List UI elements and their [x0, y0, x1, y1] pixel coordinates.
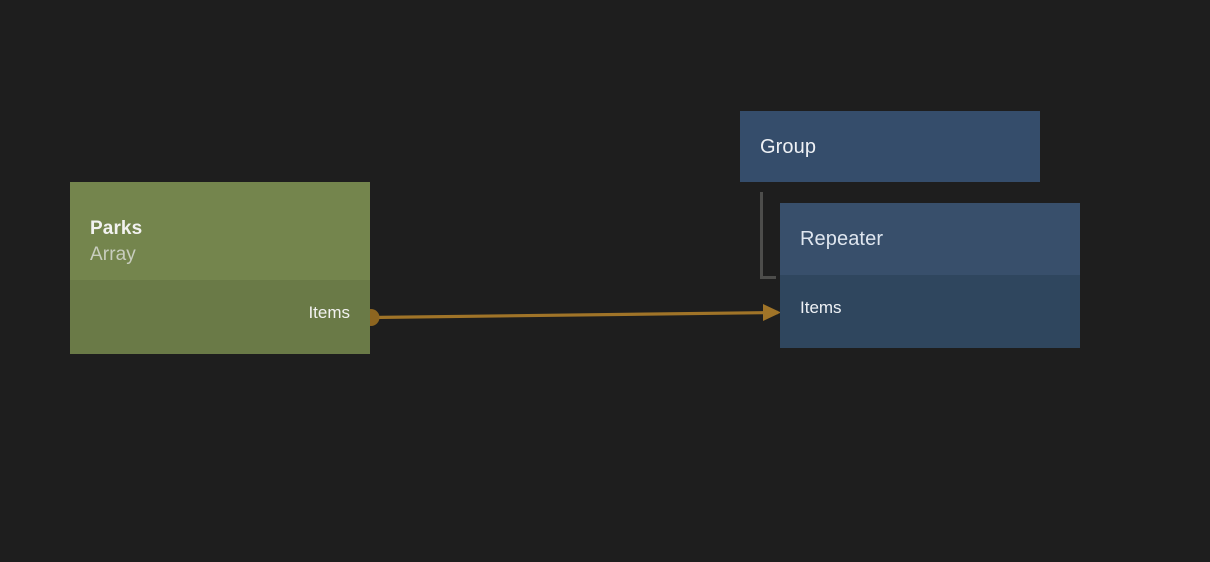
node-repeater-body: Items [780, 275, 1080, 348]
node-parks-subtitle: Array [90, 244, 136, 265]
node-parks-header: Parks Array [70, 182, 370, 280]
node-parks-body: Items [70, 280, 370, 354]
node-parks-title: Parks [90, 218, 143, 239]
port-in-items[interactable]: Items [800, 298, 842, 317]
port-out-items[interactable]: Items [308, 303, 350, 322]
arrowhead-icon [763, 304, 781, 321]
node-group-header: Group [740, 111, 1040, 182]
node-repeater[interactable]: Repeater Items [780, 203, 1080, 348]
node-group-title: Group [760, 135, 817, 158]
node-repeater-header: Repeater [780, 203, 1080, 275]
node-repeater-title: Repeater [800, 228, 884, 250]
node-group[interactable]: Group [740, 111, 1040, 182]
node-parks[interactable]: Parks Array Items [70, 182, 370, 354]
